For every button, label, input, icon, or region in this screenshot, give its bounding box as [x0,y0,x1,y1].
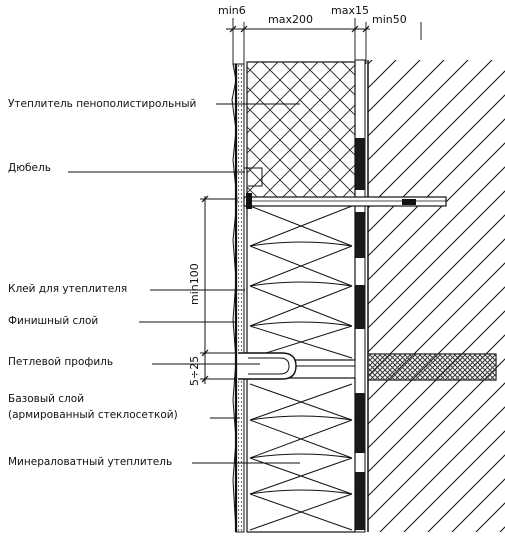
label-base-layer: Базовый слой [8,393,85,405]
dim-min50: min50 [372,13,407,26]
label-glue: Клей для утеплителя [8,283,128,295]
label-dowel: Дюбель [8,162,51,174]
eps-insulation [246,61,356,199]
dim-max15: max15 [331,4,369,17]
label-loop-profile: Петлевой профиль [8,356,114,368]
dowel [243,167,447,209]
slab-band [367,353,497,381]
loop-profile [238,352,355,380]
label-finish: Финишный слой [8,315,99,327]
render-layer [231,63,245,533]
dim-min100: min100 [188,263,201,305]
dim-max200: max200 [268,13,313,26]
label-mineral-wool: Минераловатный утеплитель [8,456,173,468]
wall-base [367,60,505,532]
dim-gap: 5÷25 [188,355,201,386]
leader-lines [68,103,300,464]
dim-min6: min6 [218,4,246,17]
label-base-layer-mesh: (армированный стеклосеткой) [8,409,178,421]
label-insulation-eps: Утеплитель пенополистирольный [8,98,197,110]
top-dimension-line [226,18,422,64]
glue-column [354,59,366,533]
